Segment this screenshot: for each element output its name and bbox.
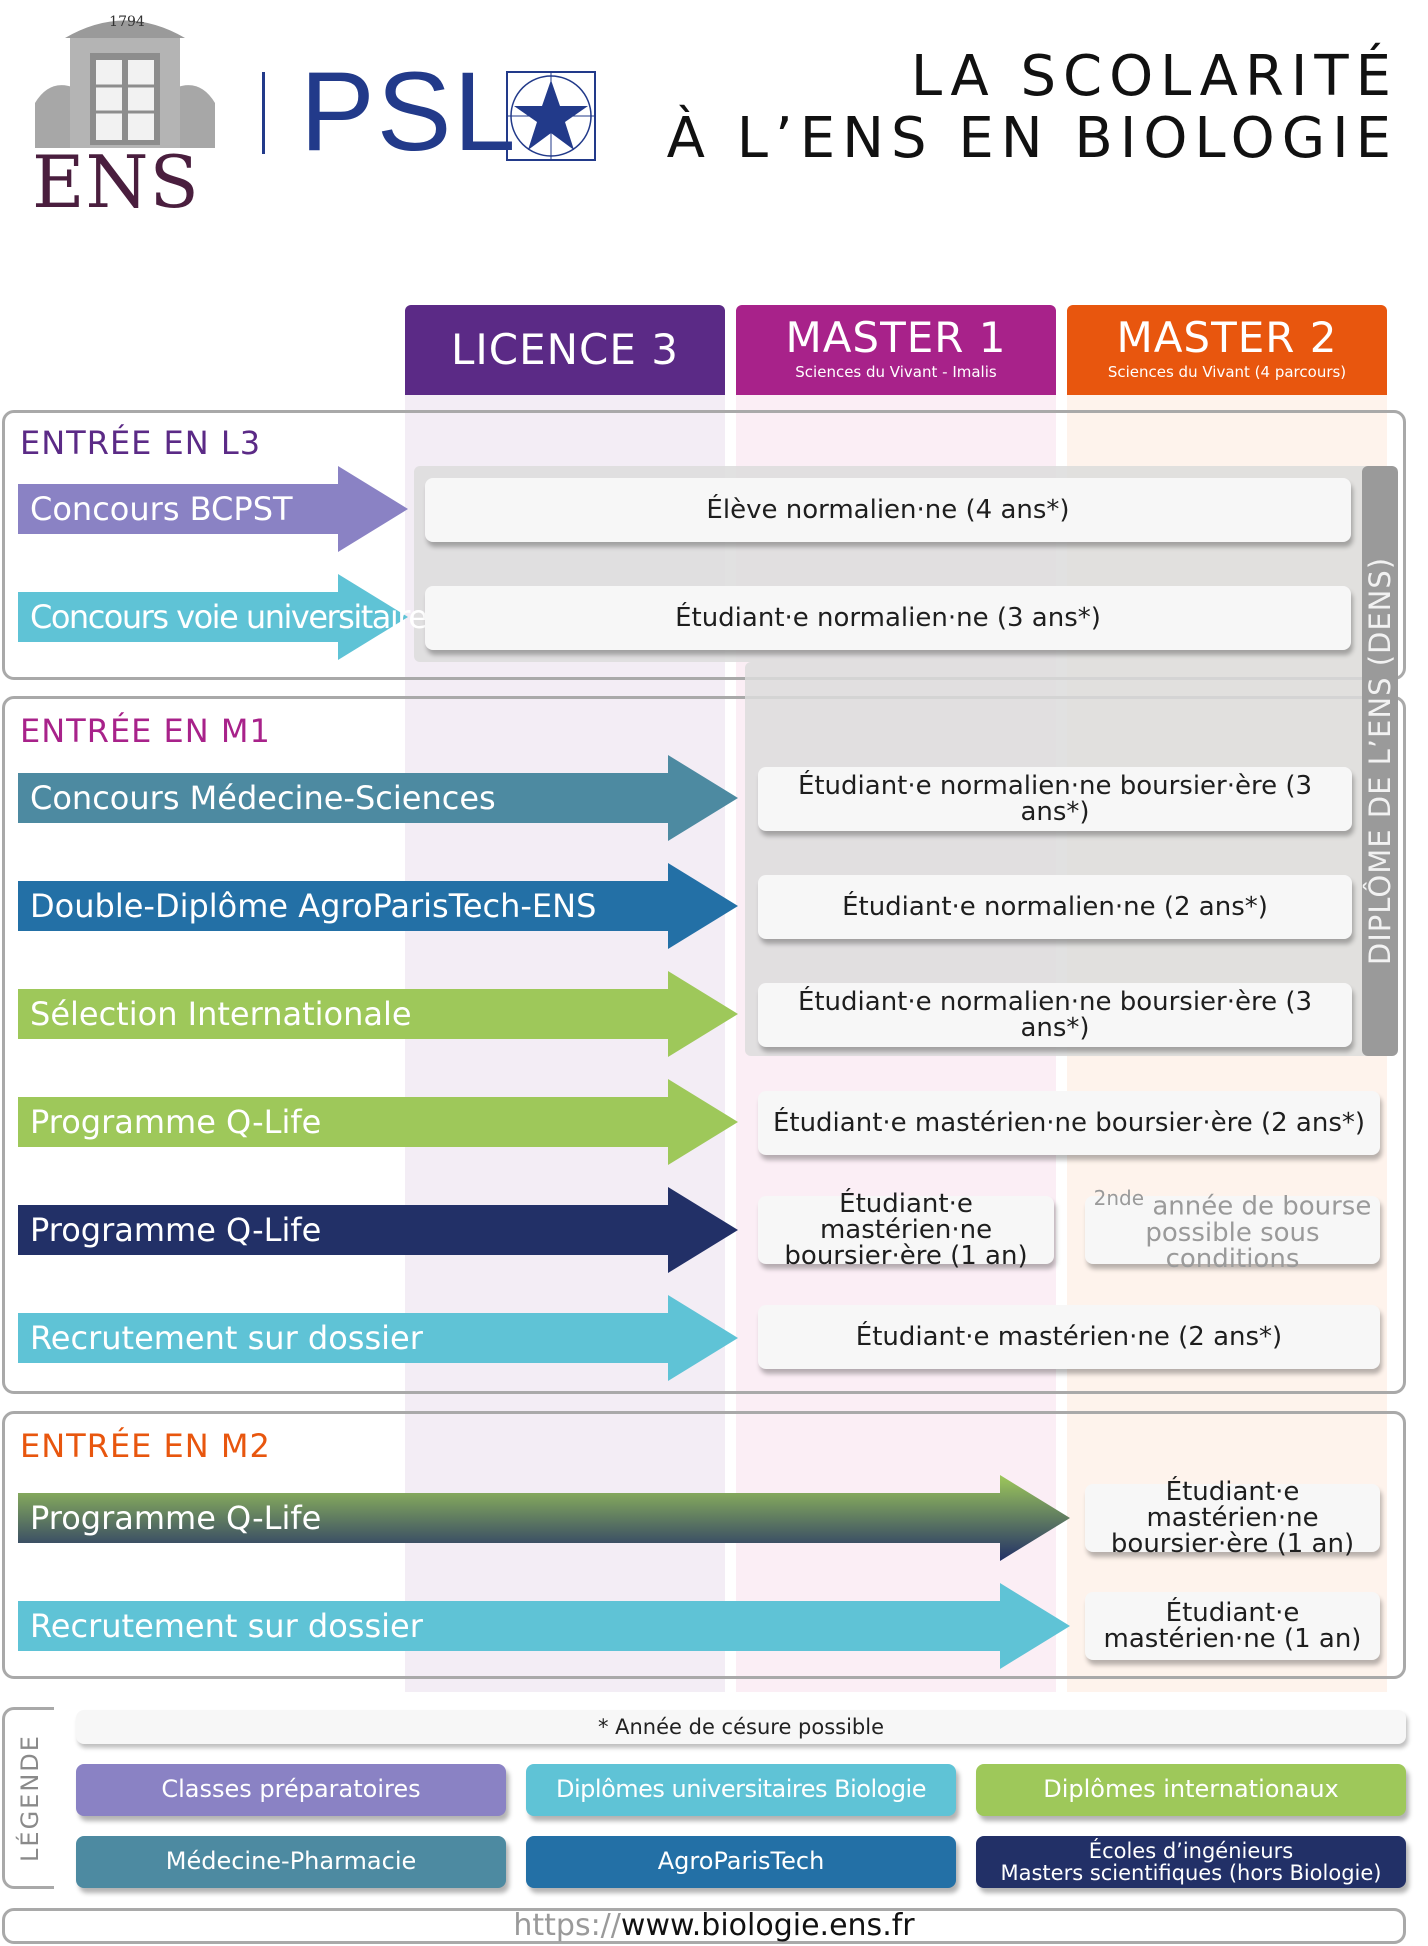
section-entree-m2 <box>2 1411 1406 1679</box>
arrow-label: Concours Médecine-Sciences <box>30 779 496 817</box>
status-box-medecine-sciences: Étudiant·e normalien·ne boursier·ère (3 … <box>758 767 1352 831</box>
footer-url-bar <box>2 1908 1406 1944</box>
psl-logo: PSL <box>300 49 518 174</box>
status-box-etudiant-normalien-3ans: Étudiant·e normalien·ne (3 ans*) <box>425 586 1351 650</box>
column-title-licence3: LICENCE 3 <box>450 325 679 374</box>
arrow-label: Programme Q-Life <box>30 1211 322 1249</box>
column-header-master2: MASTER 2 Sciences du Vivant (4 parcours) <box>1067 305 1387 395</box>
status-box-agroparistech: Étudiant·e normalien·ne (2 ans*) <box>758 875 1352 939</box>
legend-item-ecoles-ingenieurs: Écoles d’ingénieurs Masters scientifique… <box>976 1836 1406 1888</box>
status-box-bourse-conditions: 2nde année de bourse possible sous condi… <box>1085 1188 1380 1272</box>
legend-title: LÉGENDE <box>16 1734 44 1862</box>
column-header-licence3: LICENCE 3 <box>405 305 725 395</box>
section-entree-m1 <box>2 696 1406 1394</box>
status-box-line1: Étudiant·e mastérien·ne <box>1146 1477 1319 1533</box>
ens-logo-text: ENS <box>32 140 200 224</box>
arrow-label: Recrutement sur dossier <box>30 1607 423 1645</box>
footer-url-prefix: https:// <box>513 1908 621 1943</box>
ens-logo: 1794 ENS <box>30 8 220 223</box>
arrow-label: Recrutement sur dossier <box>30 1319 423 1357</box>
legend-item-line1: Écoles d’ingénieurs <box>1088 1838 1294 1863</box>
legend-item-classes-preparatoires: Classes préparatoires <box>76 1764 506 1816</box>
arrow-label: Concours voie universitaire <box>30 598 428 636</box>
section-title-m2: ENTRÉE EN M2 <box>20 1427 271 1465</box>
dens-bar <box>1362 466 1398 1056</box>
legend-item-agroparistech: AgroParisTech <box>526 1836 956 1888</box>
column-subtitle-master1: Sciences du Vivant - Imalis <box>795 363 997 381</box>
dens-label: DIPLÔME DE L’ENS (DENS) <box>1363 556 1397 966</box>
footer-url-main: www.biologie.ens.fr <box>620 1908 915 1943</box>
legend-note: * Année de césure possible <box>76 1710 1406 1744</box>
column-title-master1: MASTER 1 <box>785 313 1007 362</box>
status-box-line1-text: année de bourse <box>1152 1191 1372 1222</box>
section-title-m1: ENTRÉE EN M1 <box>20 712 271 750</box>
status-box-line2: boursier·ère (1 an) <box>1110 1529 1355 1559</box>
status-box-qlife-1an: Étudiant·e mastérien·ne boursier·ère (1 … <box>758 1191 1054 1269</box>
legend-item-medecine-pharmacie: Médecine-Pharmacie <box>76 1836 506 1888</box>
legend-item-diplomes-universitaires: Diplômes universitaires Biologie <box>526 1764 956 1816</box>
arrow-label: Programme Q-Life <box>30 1103 322 1141</box>
status-box-line1: Étudiant·e mastérien·ne <box>819 1189 993 1245</box>
status-box-line2: boursier·ère (1 an) <box>784 1241 1028 1271</box>
status-box-qlife-m2: Étudiant·e mastérien·ne boursier·ère (1 … <box>1085 1479 1380 1557</box>
section-entree-l3 <box>2 410 1406 680</box>
status-box-selection-internationale: Étudiant·e normalien·ne boursier·ère (3 … <box>758 983 1352 1047</box>
legend-frame <box>2 1707 54 1889</box>
status-box-eleve-normalien: Élève normalien·ne (4 ans*) <box>425 478 1351 542</box>
status-box-line1: Étudiant·e <box>1165 1598 1300 1628</box>
page-title: LA SCOLARITÉ À L’ENS EN BIOLOGIE <box>667 46 1398 169</box>
status-box-line2: possible sous conditions <box>1145 1217 1320 1274</box>
psl-star-icon <box>506 71 596 161</box>
arrow-label: Sélection Internationale <box>30 995 412 1033</box>
page-title-line1: LA SCOLARITÉ <box>910 44 1398 109</box>
page-title-line2: À L’ENS EN BIOLOGIE <box>666 105 1398 171</box>
section-title-l3: ENTRÉE EN L3 <box>20 424 262 462</box>
status-box-qlife-2ans: Étudiant·e mastérien·ne boursier·ère (2 … <box>758 1091 1380 1155</box>
legend-item-diplomes-internationaux: Diplômes internationaux <box>976 1764 1406 1816</box>
ens-building-icon <box>35 20 215 148</box>
footer-url[interactable]: https://www.biologie.ens.fr <box>0 1908 1428 1944</box>
column-subtitle-master2: Sciences du Vivant (4 parcours) <box>1107 363 1347 381</box>
logo-divider <box>262 72 265 154</box>
status-box-line2: mastérien·ne (1 an) <box>1103 1624 1362 1654</box>
arrow-label: Double-Diplôme AgroParisTech-ENS <box>30 887 597 925</box>
psl-logo-text: PSL <box>300 49 518 174</box>
column-title-master2: MASTER 2 <box>1116 313 1338 362</box>
status-box-superscript: 2nde <box>1093 1186 1145 1211</box>
ens-year: 1794 <box>109 14 145 30</box>
arrow-label: Concours BCPST <box>30 490 293 528</box>
status-box-recrutement-2ans: Étudiant·e mastérien·ne (2 ans*) <box>758 1305 1380 1369</box>
status-box-recrutement-m2: Étudiant·e mastérien·ne (1 an) <box>1085 1592 1380 1660</box>
status-box-line1: 2nde année de bourse <box>1094 1188 1372 1220</box>
arrow-label: Programme Q-Life <box>30 1499 322 1537</box>
column-header-master1: MASTER 1 Sciences du Vivant - Imalis <box>736 305 1056 395</box>
legend-item-line2: Masters scientifiques (hors Biologie) <box>1000 1861 1382 1885</box>
